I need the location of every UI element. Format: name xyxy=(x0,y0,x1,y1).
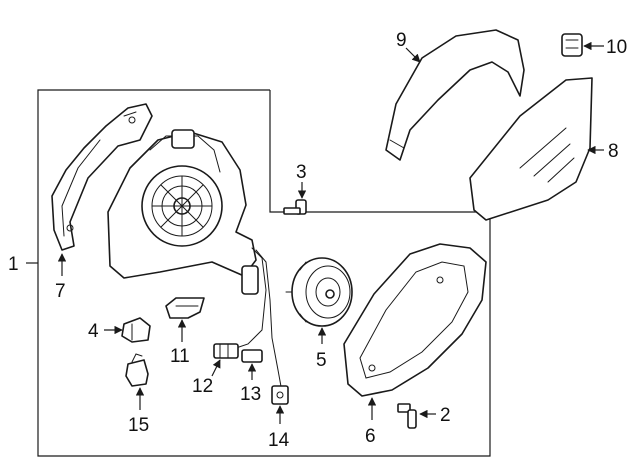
lamp-module-part xyxy=(165,297,205,319)
assembly-frame xyxy=(37,89,491,457)
bracket-arm-part xyxy=(51,103,153,251)
callout-9: 9 xyxy=(396,30,407,51)
wire-harness xyxy=(235,247,283,393)
callout-5: 5 xyxy=(316,350,327,371)
callout-11: 11 xyxy=(170,346,190,367)
callout-6: 6 xyxy=(365,426,376,447)
callout-15: 15 xyxy=(128,415,149,436)
callout-13: 13 xyxy=(240,384,261,405)
motor-part xyxy=(285,257,353,327)
connector-part-12 xyxy=(213,343,239,359)
mirror-base-housing xyxy=(107,129,257,279)
terminal-part-14 xyxy=(271,385,289,405)
callout-10: 10 xyxy=(606,37,627,58)
callout-8: 8 xyxy=(608,141,619,162)
sensor-part xyxy=(125,353,149,387)
callout-12: 12 xyxy=(192,376,213,397)
leader-9 xyxy=(405,47,421,63)
callout-14: 14 xyxy=(268,430,290,451)
mirror-frame-part xyxy=(343,243,487,397)
small-clip-part xyxy=(561,33,583,57)
clip-part xyxy=(121,317,151,343)
screw-part-2 xyxy=(397,403,417,429)
screw-part xyxy=(283,199,307,215)
connector-part-13 xyxy=(241,349,263,363)
callout-1: 1 xyxy=(8,254,19,275)
callout-3: 3 xyxy=(296,162,307,183)
leader-12 xyxy=(211,359,221,377)
mirror-glass-part xyxy=(469,77,593,221)
callout-2: 2 xyxy=(440,405,451,426)
callout-7: 7 xyxy=(55,281,66,302)
callout-4: 4 xyxy=(88,321,99,342)
